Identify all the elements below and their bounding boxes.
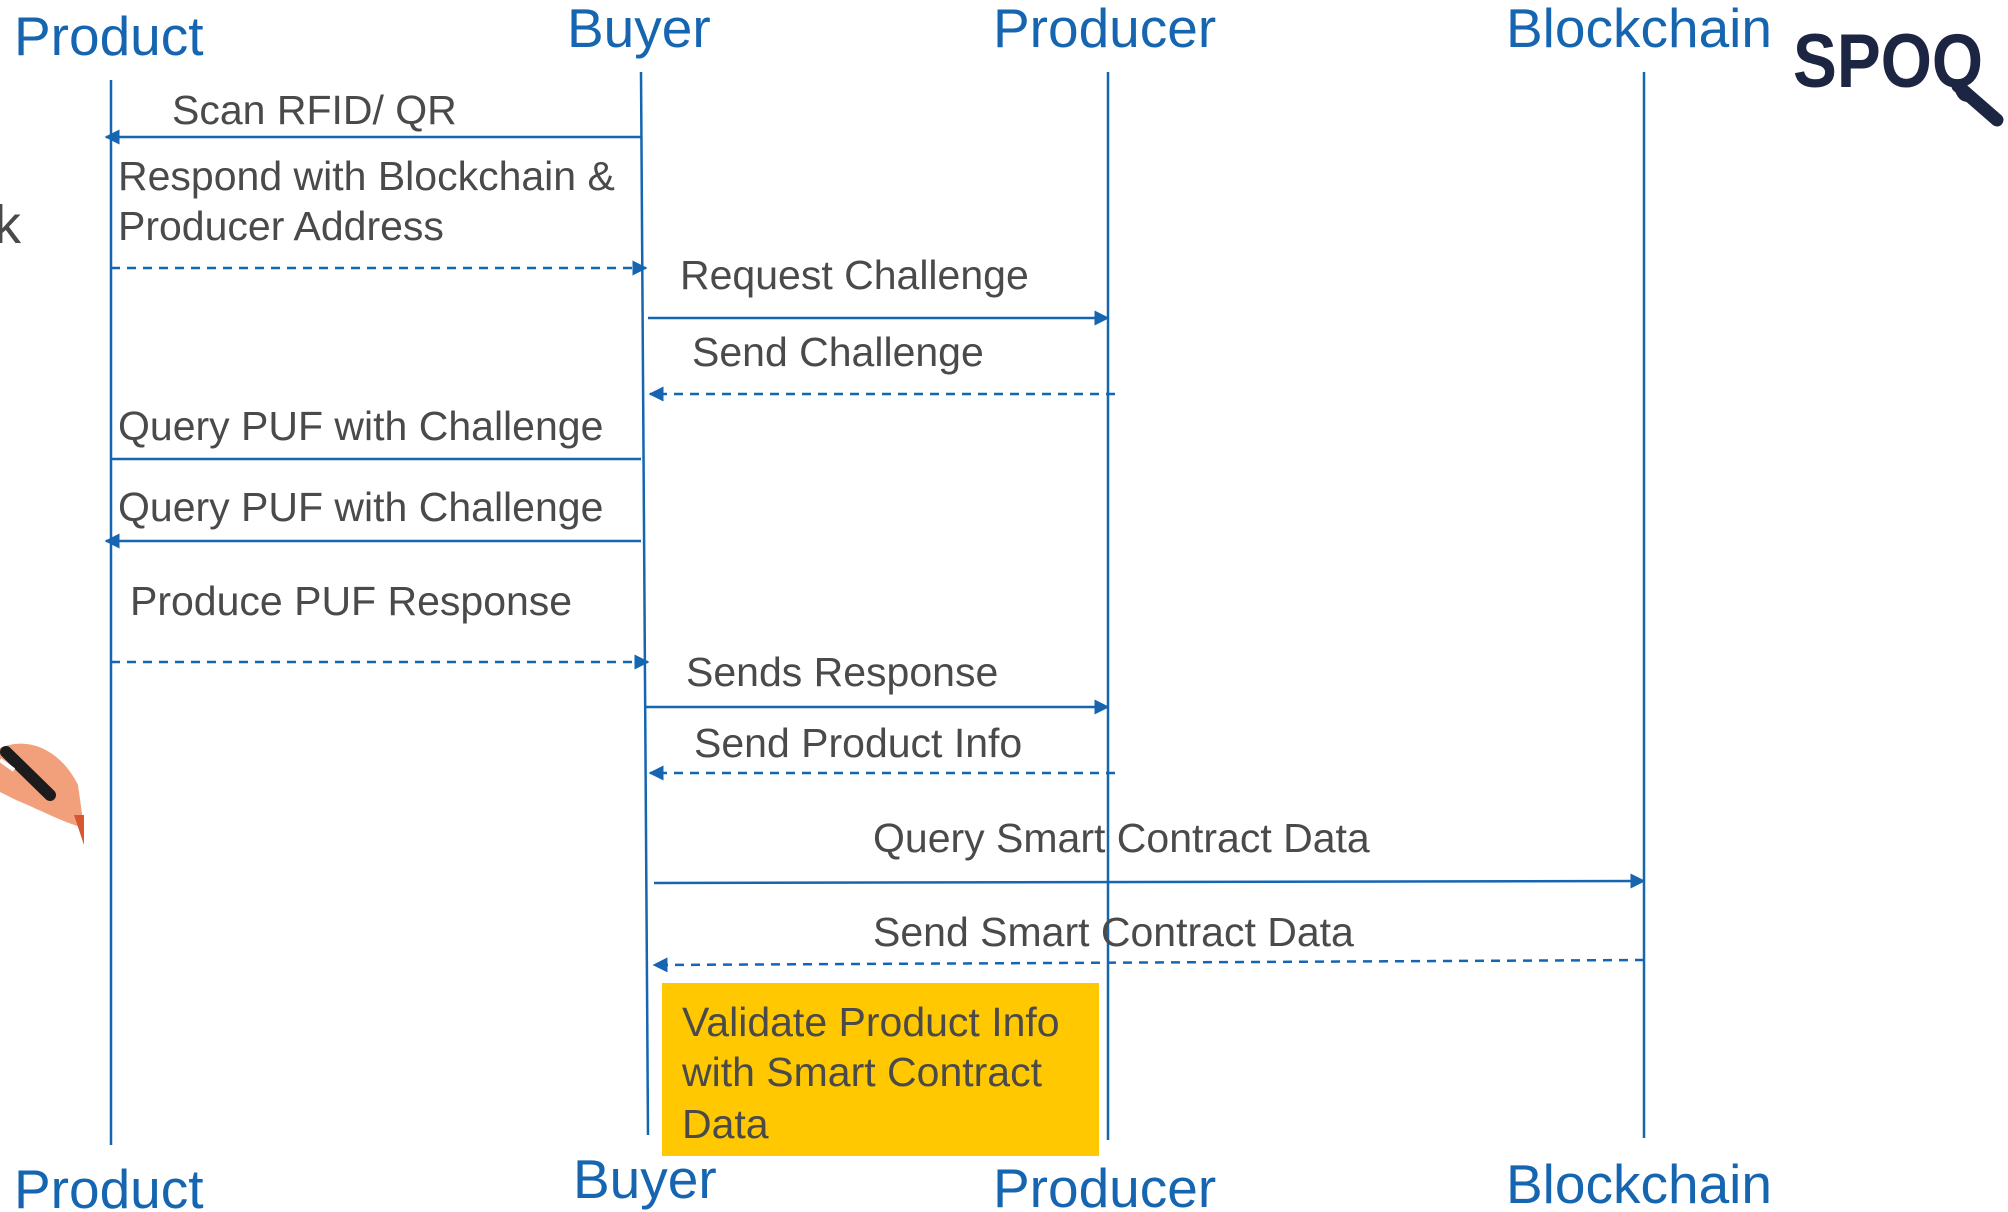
msg-scan-label: Scan RFID/ QR [172,87,457,133]
msg-request-challenge-label: Request Challenge [680,252,1029,298]
msg-query-puf-1-label: Query PUF with Challenge [118,403,603,449]
actor-buyer-bottom: Buyer [573,1148,717,1210]
msg-query-puf-2-label: Query PUF with Challenge [118,484,603,530]
actor-buyer-top: Buyer [567,0,711,59]
actor-blockchain-bottom: Blockchain [1506,1153,1772,1212]
validation-note-line3: Data [682,1101,769,1147]
cropped-letter: k [0,195,22,255]
msg-produce-puf-label: Produce PUF Response [130,578,572,624]
msg-respond-label-line1: Respond with Blockchain & [118,153,615,199]
msg-send-smart-contract-arrow [652,957,1645,973]
msg-respond-label-line2: Producer Address [118,203,444,249]
validation-note-line2: with Smart Contract [681,1049,1043,1095]
validation-note-box [662,983,1099,1156]
msg-send-smart-contract-label: Send Smart Contract Data [873,909,1354,955]
validation-note-line1: Validate Product Info [682,999,1060,1045]
actor-producer-bottom: Producer [993,1157,1216,1212]
logo-text: SPOQ [1793,19,1983,104]
actor-product-bottom: Product [14,1158,204,1212]
actor-blockchain-top: Blockchain [1506,0,1772,59]
msg-query-smart-contract-arrow [653,873,1646,889]
msg-send-challenge-label: Send Challenge [692,329,984,375]
magnifier-icon [1951,79,2004,127]
msg-send-product-info-label: Send Product Info [694,720,1022,766]
hand-illustration [0,743,84,845]
actor-producer-top: Producer [993,0,1216,59]
msg-sends-response-label: Sends Response [686,649,998,695]
msg-query-smart-contract-label: Query Smart Contract Data [873,815,1370,861]
spoq-logo: SPOQ [1793,19,2004,127]
actor-product-top: Product [14,5,204,67]
lifeline-buyer [639,71,650,1136]
